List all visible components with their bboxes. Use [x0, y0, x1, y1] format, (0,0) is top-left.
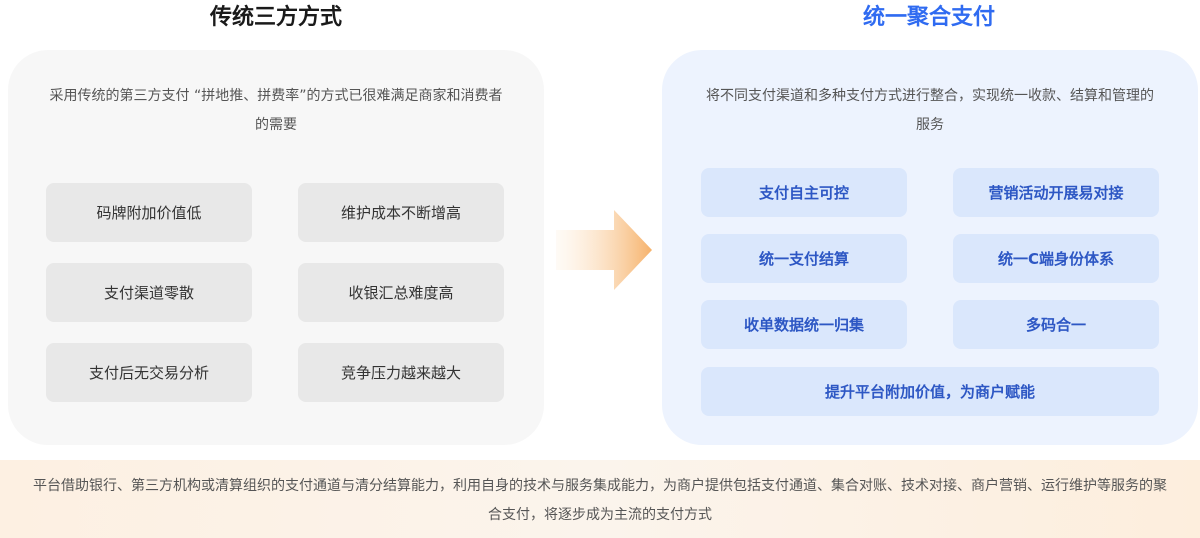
traditional-item: 收银汇总难度高 [298, 263, 504, 322]
summary-text: 平台借助银行、第三方机构或清算组织的支付通道与清分结算能力，利用自身的技术与服务… [33, 478, 1167, 523]
unified-item: 多码合一 [953, 300, 1159, 349]
traditional-description: 采用传统的第三方支付 “拼地推、拼费率”的方式已很难满足商家和消费者的需要 [49, 88, 503, 133]
unified-panel: 将不同支付渠道和多种支付方式进行整合，实现统一收款、结算和管理的服务 支付自主可… [662, 50, 1198, 445]
unified-item: 营销活动开展易对接 [953, 168, 1159, 217]
traditional-item: 维护成本不断增高 [298, 183, 504, 242]
unified-description: 将不同支付渠道和多种支付方式进行整合，实现统一收款、结算和管理的服务 [706, 88, 1154, 133]
unified-item: 收单数据统一归集 [701, 300, 907, 349]
traditional-item: 码牌附加价值低 [46, 183, 252, 242]
unified-item: 支付自主可控 [701, 168, 907, 217]
traditional-item: 竞争压力越来越大 [298, 343, 504, 402]
traditional-item: 支付后无交易分析 [46, 343, 252, 402]
unified-item: 统一支付结算 [701, 234, 907, 283]
traditional-title: 传统三方方式 [209, 5, 342, 30]
unified-item: 统一C端身份体系 [953, 234, 1159, 283]
unified-item-wide: 提升平台附加价值，为商户赋能 [701, 367, 1159, 416]
traditional-panel: 采用传统的第三方支付 “拼地推、拼费率”的方式已很难满足商家和消费者的需要 码牌… [8, 50, 544, 445]
traditional-item: 支付渠道零散 [46, 263, 252, 322]
unified-title: 统一聚合支付 [862, 5, 995, 30]
right-arrow-icon [556, 210, 652, 290]
summary-footer: 平台借助银行、第三方机构或清算组织的支付通道与清分结算能力，利用自身的技术与服务… [0, 460, 1200, 538]
